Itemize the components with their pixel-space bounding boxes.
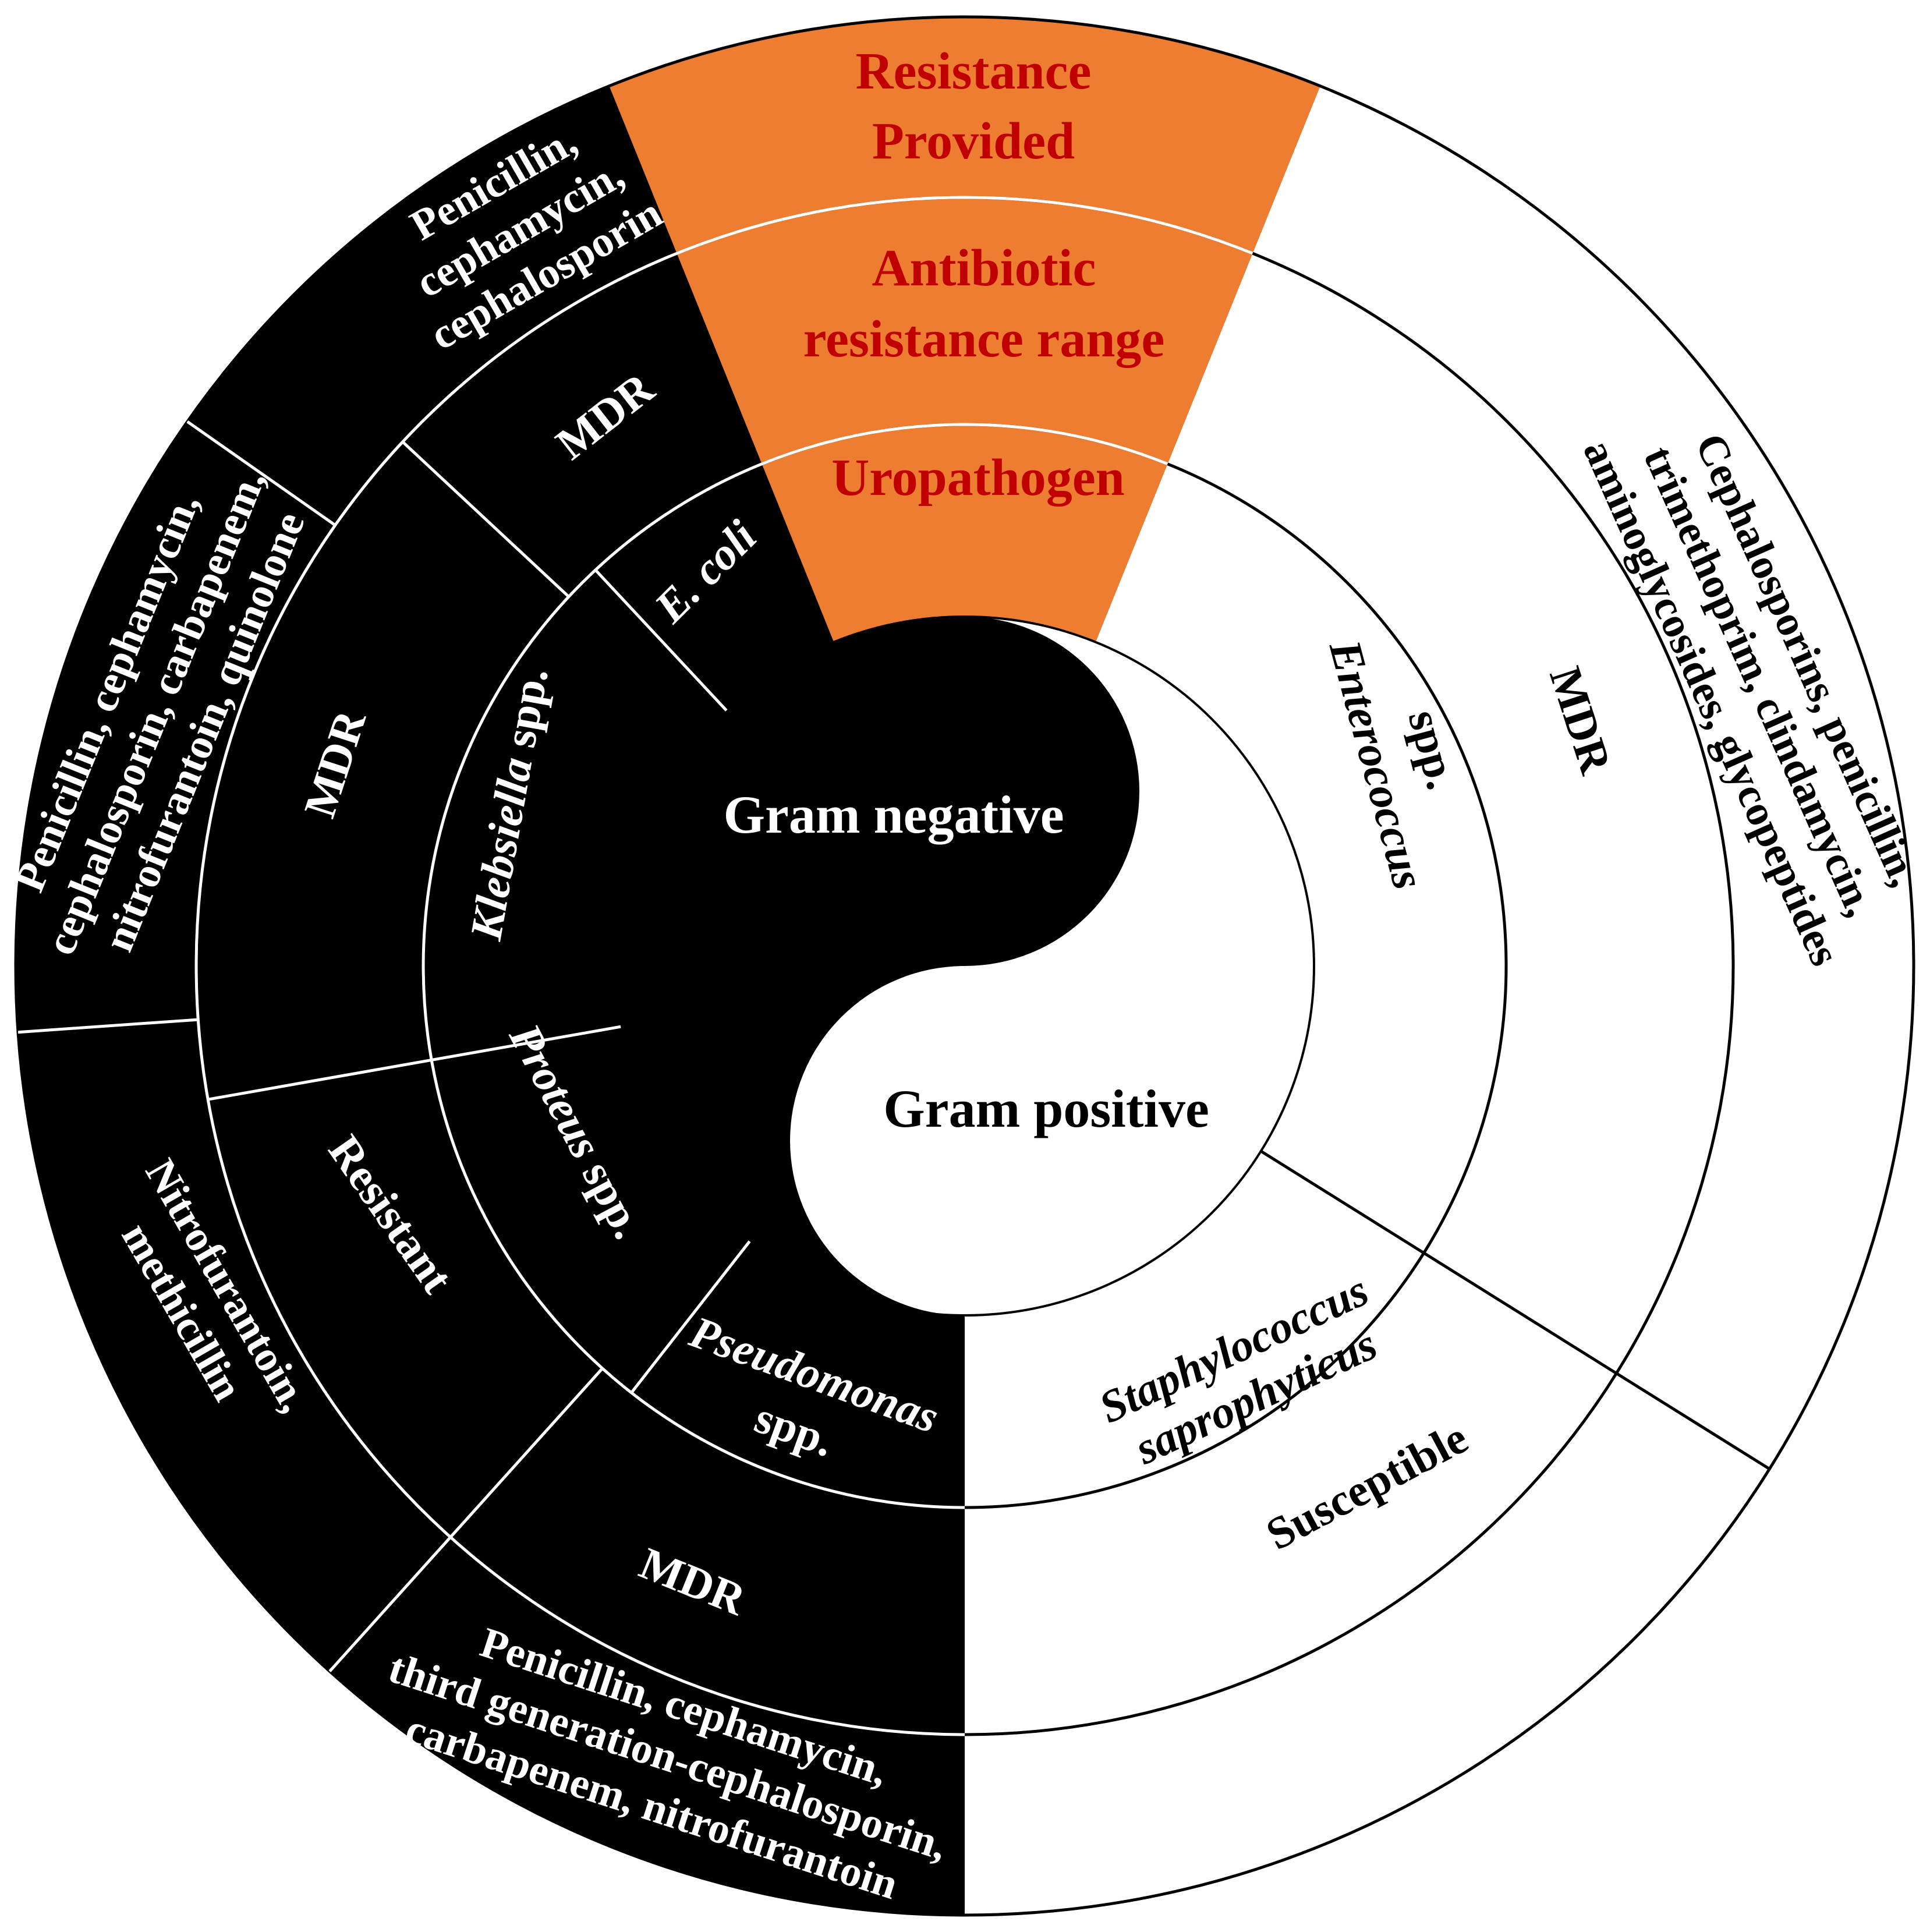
core-gram-negative-half (615, 617, 1139, 1315)
ring-arc-on-dark (422, 423, 1168, 1509)
ring-arc-on-dark (194, 196, 1253, 1736)
ring-lines (14, 15, 1915, 1917)
core-ring (614, 615, 1315, 1317)
legend-uropathogen: Uropathogen (831, 449, 1124, 507)
range-enterococcus: MDR (1540, 661, 1622, 781)
legend-resistance-line1: Resistance (856, 43, 1092, 100)
sector-divider (328, 1367, 604, 1672)
sector-divider (207, 1025, 621, 1101)
range-staph: Susceptible (1258, 1412, 1476, 1560)
sector-divider (401, 440, 570, 598)
ring-circle (14, 15, 1915, 1917)
sector-divider (630, 1240, 751, 1394)
sector-divider (186, 420, 337, 526)
core-gram-negative-label: Gram negative (723, 785, 1064, 844)
resistance-enterococcus: Cephalosporins, penicillin, trimethoprim… (1574, 427, 1928, 973)
legend-labels: Resistance Provided Antibiotic resistanc… (803, 43, 1165, 507)
organism-staphylococcus: Staphylococcus saprophyticus (1092, 1264, 1384, 1474)
sector-divider (1260, 1149, 1770, 1470)
sector-divider (594, 569, 728, 712)
legend-resistance-line2: Provided (872, 112, 1075, 170)
sector-dividers (17, 420, 1770, 1672)
sector-divider (17, 1018, 199, 1034)
legend-range-line1: Antibiotic (872, 239, 1096, 297)
organism-enterococcus-suffix: spp. (1398, 705, 1468, 794)
core-yin-yang (615, 617, 1314, 1315)
legend-highlight-wedge (609, 17, 1320, 642)
core-gram-positive-label: Gram positive (883, 1079, 1209, 1138)
legend-range-line2: resistance range (803, 310, 1165, 368)
